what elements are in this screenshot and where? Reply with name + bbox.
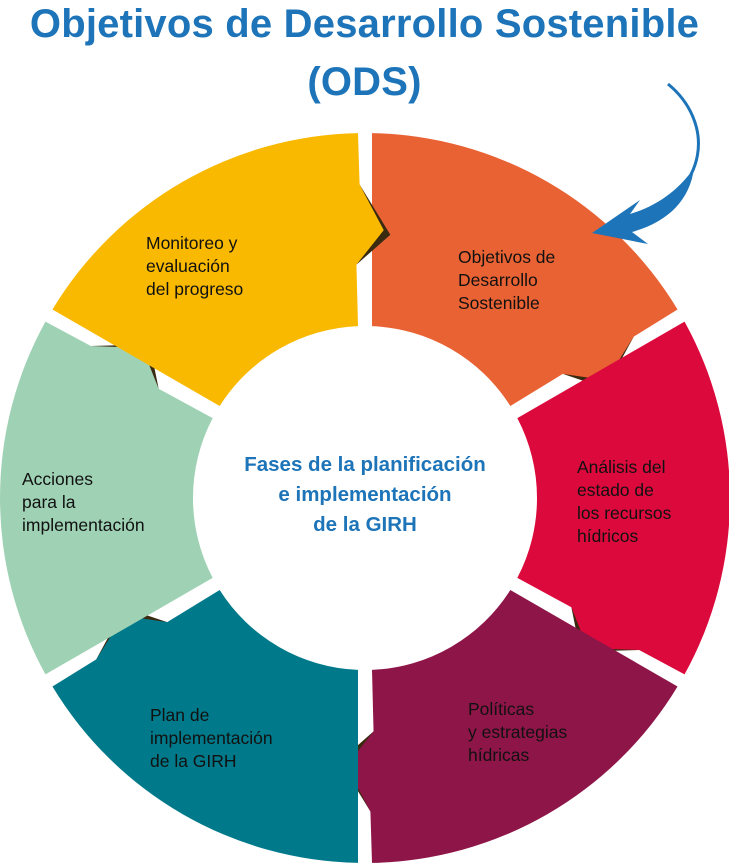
segment-label-line: los recursos bbox=[577, 503, 672, 523]
segment-label-monitoreo: Monitoreo y evaluación del progreso bbox=[146, 232, 243, 301]
segment-label-line: hídricas bbox=[468, 745, 530, 765]
segment-label-line: Políticas bbox=[468, 699, 535, 719]
page-title: Objetivos de Desarrollo Sostenible bbox=[29, 2, 700, 46]
segment-politicas bbox=[346, 589, 678, 863]
segment-label-line: implementación bbox=[150, 728, 273, 748]
arrow-head bbox=[592, 168, 694, 244]
segment-label-politicas: Políticas y estrategias hídricas bbox=[468, 698, 567, 767]
segment-label-line: Análisis del bbox=[577, 457, 666, 477]
segment-label-line: evaluación bbox=[146, 256, 230, 276]
segment-label-line: Acciones bbox=[22, 469, 94, 489]
segment-label-line: para la bbox=[22, 492, 76, 512]
segment-label-plan: Plan de implementación de la GIRH bbox=[150, 704, 273, 773]
segment-label-line: hídricos bbox=[577, 526, 639, 546]
segment-ods bbox=[371, 133, 678, 407]
center-label-line: de la GIRH bbox=[313, 513, 417, 536]
segment-label-analisis: Análisis del estado de los recursos hídrico… bbox=[577, 456, 671, 548]
segment-label-line: Monitoreo y bbox=[146, 233, 238, 253]
page-subtitle: (ODS) bbox=[307, 60, 422, 104]
segment-label-line: Desarrollo bbox=[458, 270, 538, 290]
curved-arrow-icon bbox=[592, 82, 700, 244]
segment-label-line: implementación bbox=[22, 515, 145, 535]
segment-label-line: Objetivos de bbox=[458, 247, 556, 267]
segment-label-line: Sostenible bbox=[458, 293, 540, 313]
segment-label-acciones: Acciones para la implementación bbox=[22, 468, 145, 537]
segment-plan bbox=[52, 589, 359, 863]
segment-label-line: estado de bbox=[577, 480, 654, 500]
segment-acciones bbox=[0, 321, 213, 675]
center-label: Fases de la planificación e implementació… bbox=[205, 450, 525, 540]
segment-analisis bbox=[517, 321, 729, 675]
segment-label-line: del progreso bbox=[146, 279, 244, 299]
center-label-line: e implementación bbox=[278, 483, 452, 506]
segment-label-line: y estrategias bbox=[468, 722, 568, 742]
segment-label-line: de la GIRH bbox=[150, 751, 237, 771]
segment-monitoreo bbox=[52, 133, 384, 407]
center-label-line: Fases de la planificación bbox=[244, 453, 486, 476]
segment-label-line: Plan de bbox=[150, 705, 210, 725]
